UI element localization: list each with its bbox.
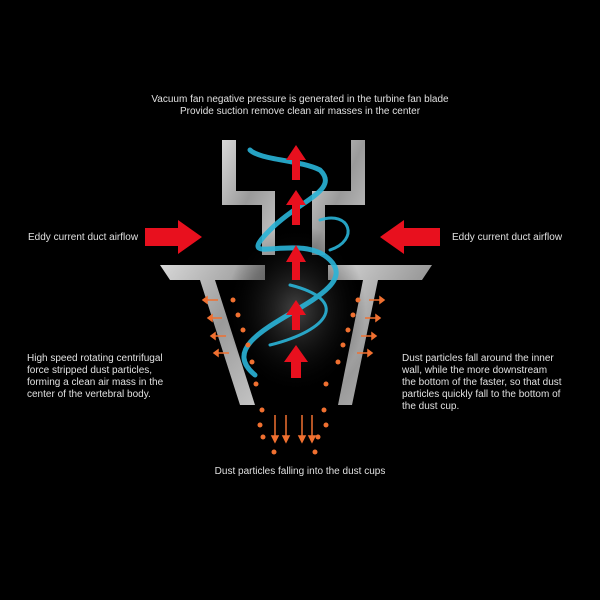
bottom-caption: Dust particles falling into the dust cup… xyxy=(214,466,386,477)
cone-top-right xyxy=(328,265,432,405)
left-airflow-label: Eddy current duct airflow xyxy=(28,232,139,243)
top-caption-line2: Provide suction remove clean air masses … xyxy=(179,106,421,117)
cone-top-left xyxy=(160,265,265,405)
top-caption: Vacuum fan negative pressure is generate… xyxy=(120,94,480,118)
clean-air-up-arrows-icon xyxy=(284,145,308,378)
left-description: High speed rotating centrifugal force st… xyxy=(27,353,164,400)
vortex-icon xyxy=(241,147,350,378)
top-caption-line1: Vacuum fan negative pressure is generate… xyxy=(151,94,449,105)
dust-falling-arrows-icon xyxy=(270,415,317,444)
right-description: Dust particles fall around the inner wal… xyxy=(402,353,562,412)
dust-outward-arrows-icon xyxy=(201,295,386,358)
outlet-pipe-left xyxy=(222,140,275,255)
dust-particles xyxy=(230,297,361,455)
right-airflow-arrow-icon xyxy=(380,220,440,254)
right-airflow-label: Eddy current duct airflow xyxy=(452,232,563,243)
left-airflow-arrow-icon xyxy=(145,220,202,254)
outlet-pipe-right xyxy=(312,140,365,255)
